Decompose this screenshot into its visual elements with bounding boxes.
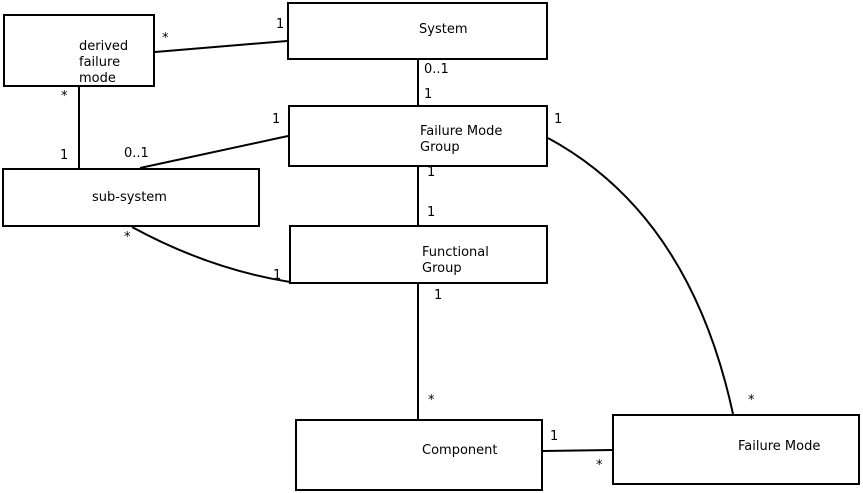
entity-failure-mode: Failure Mode [612, 414, 860, 485]
multiplicity-system-to-fmg-source: 0..1 [424, 62, 449, 77]
relation-line-fmg-to-failuremode [547, 137, 734, 415]
multiplicity-subsystem-to-fmg-source: 0..1 [124, 146, 149, 161]
multiplicity-funcgroup-to-component-target: * [428, 393, 435, 408]
entity-label: sub-system [92, 190, 167, 205]
entity-label: Failure Mode [738, 439, 821, 454]
entity-functional-group: Functional Group [289, 225, 548, 284]
entity-label: Functional Group [422, 245, 489, 276]
entity-system: System [287, 2, 548, 60]
relation-line-component-to-failuremode [542, 449, 613, 452]
multiplicity-fmg-to-failuremode-source: 1 [554, 112, 563, 127]
entity-label: Component [422, 443, 498, 458]
multiplicity-funcgroup-to-component-source: 1 [434, 288, 443, 303]
multiplicity-system-to-fmg-target: 1 [424, 87, 433, 102]
multiplicity-component-to-failuremode-target: * [596, 458, 603, 473]
multiplicity-subsystem-to-funcgroup-source: * [124, 230, 131, 245]
entity-failure-mode-group: Failure Mode Group [288, 105, 548, 167]
multiplicity-derived-to-subsystem-source: * [61, 89, 68, 104]
entity-component: Component [295, 419, 543, 491]
entity-sub-system: sub-system [2, 168, 260, 227]
multiplicity-fmg-to-funcgroup-target: 1 [427, 205, 436, 220]
multiplicity-derived-to-system-target: 1 [276, 17, 285, 32]
entity-label: derived failure mode [79, 39, 129, 86]
entity-label: System [419, 22, 468, 37]
relation-line-derived-to-system [154, 40, 288, 53]
multiplicity-subsystem-to-funcgroup-target: 1 [273, 268, 282, 283]
entity-derived-failure-mode: derived failure mode [3, 14, 155, 87]
entity-label: Failure Mode Group [420, 124, 503, 155]
relation-line-subsystem-to-funcgroup [131, 226, 291, 283]
multiplicity-subsystem-to-fmg-target: 1 [272, 112, 281, 127]
multiplicity-derived-to-system-source: * [162, 31, 169, 46]
multiplicity-fmg-to-failuremode-target: * [748, 393, 755, 408]
relation-line-subsystem-to-fmg [139, 135, 289, 169]
multiplicity-derived-to-subsystem-target: 1 [60, 148, 69, 163]
multiplicity-fmg-to-funcgroup-source: 1 [427, 165, 436, 180]
multiplicity-component-to-failuremode-source: 1 [550, 429, 559, 444]
